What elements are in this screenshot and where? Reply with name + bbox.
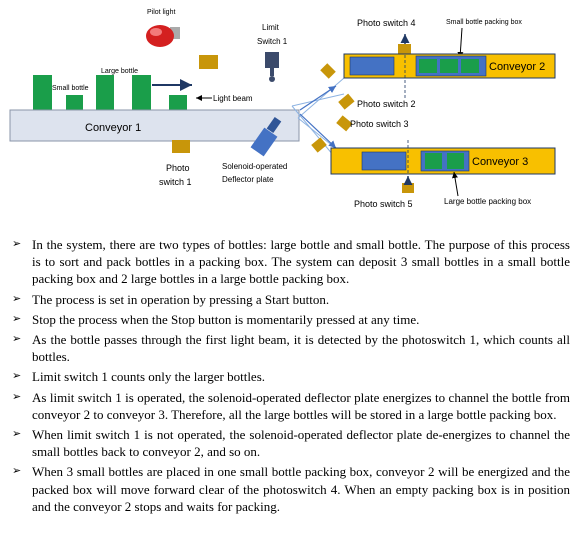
diverter-arrow-up — [299, 85, 337, 111]
pilot-light-icon — [146, 25, 180, 47]
small-box-pointer — [457, 27, 464, 59]
small-bottle-packing-box — [415, 55, 487, 77]
photo-switch-1-sensor — [172, 140, 190, 153]
empty-box-conveyor-3 — [361, 151, 407, 171]
small-bottle-packing-box-label: Small bottle packing box — [446, 19, 522, 26]
process-diagram: Pilot light Limit Switch 1 Large bottle … — [9, 9, 556, 209]
bullet-text: As the bottle passes through the first l… — [32, 332, 570, 365]
diverter-arrow-down — [299, 113, 337, 149]
large-bottle-label: Large bottle — [101, 68, 138, 75]
deflector-label-line2: Deflector plate — [222, 175, 274, 184]
photo-switch-5-sensor — [402, 183, 414, 193]
sensor-lower-left — [311, 137, 327, 153]
arrow-bullet-icon: ➢ — [12, 292, 22, 305]
list-item: ➢ In the system, there are two types of b… — [0, 236, 574, 288]
photo-switch-5-label: Photo switch 5 — [354, 199, 413, 209]
description-list: ➢ In the system, there are two types of b… — [0, 236, 574, 518]
bullet-text: The process is set in operation by press… — [32, 291, 330, 307]
limit-switch-1-label-line2: Switch 1 — [257, 37, 288, 46]
arrow-bullet-icon: ➢ — [12, 465, 22, 478]
bullet-text: When limit switch 1 is not operated, the… — [32, 427, 570, 460]
arrow-bullet-icon: ➢ — [12, 390, 22, 403]
list-item: ➢ When 3 small bottles are placed in one … — [0, 463, 574, 515]
sensor-upper-left — [320, 63, 336, 79]
large-bottle — [132, 75, 151, 110]
list-item: ➢ The process is set in operation by pres… — [0, 291, 574, 308]
arrow-bullet-icon: ➢ — [12, 312, 22, 325]
photo-switch-1-label-line1: Photo — [166, 163, 190, 173]
empty-box-conveyor-2 — [349, 56, 395, 76]
bullet-text: As limit switch 1 is operated, the solen… — [32, 389, 570, 422]
arrow-bullet-icon: ➢ — [12, 238, 22, 250]
light-beam-label: Light beam — [213, 94, 253, 103]
deflector-plate-icon — [250, 116, 282, 157]
limit-switch-1-icon — [265, 52, 279, 82]
list-item: ➢ As limit switch 1 is operated, the sole… — [0, 389, 574, 423]
bullet-text: Stop the process when the Stop button is… — [32, 311, 420, 327]
beam-line — [291, 93, 345, 107]
deflector-label-line1: Solenoid-operated — [222, 162, 287, 171]
large-bottle-packing-box-label: Large bottle packing box — [444, 197, 531, 206]
list-item: ➢ As the bottle passes through the first … — [0, 331, 574, 365]
arrow-bullet-icon: ➢ — [12, 370, 22, 383]
limit-switch-1-label-line1: Limit — [262, 23, 280, 32]
conveyor-2-label: Conveyor 2 — [489, 61, 545, 73]
large-box-pointer — [452, 171, 459, 197]
bullet-text: When 3 small bottles are placed in one s… — [32, 464, 570, 514]
list-item: ➢ Limit switch 1 counts only the larger b… — [0, 368, 574, 385]
small-bottle — [169, 95, 187, 110]
photo-sensor-top — [199, 55, 218, 69]
bullet-text: Limit switch 1 counts only the larger bo… — [32, 369, 266, 385]
conveyor-1-label: Conveyor 1 — [85, 122, 141, 134]
arrow-bullet-icon: ➢ — [12, 428, 22, 441]
small-bottle — [66, 95, 83, 110]
photo-switch-4-sensor — [398, 44, 411, 54]
large-bottle — [33, 75, 52, 110]
arrow-bullet-icon: ➢ — [12, 333, 22, 346]
bullet-text: In the system, there are two types of bo… — [32, 237, 570, 287]
photo-switch-4-label: Photo switch 4 — [357, 18, 416, 28]
list-item: ➢ Stop the process when the Stop button i… — [0, 311, 574, 328]
conveyor-1 — [9, 109, 300, 142]
small-bottle-label: Small bottle — [52, 85, 89, 92]
photo-switch-2-label: Photo switch 2 — [357, 99, 416, 109]
photo-switch-3-sensor — [336, 115, 353, 132]
photo-switch-2-sensor — [338, 93, 355, 110]
conveyor-3-label: Conveyor 3 — [472, 156, 528, 168]
list-item: ➢ When limit switch 1 is not operated, th… — [0, 426, 574, 460]
large-bottle-packing-box — [420, 150, 470, 172]
photo-switch-1-label-line2: switch 1 — [159, 177, 192, 187]
large-bottle — [96, 75, 114, 110]
beam-line — [297, 77, 345, 119]
photo-switch-3-label: Photo switch 3 — [350, 119, 409, 129]
pilot-light-label: Pilot light — [147, 9, 175, 16]
